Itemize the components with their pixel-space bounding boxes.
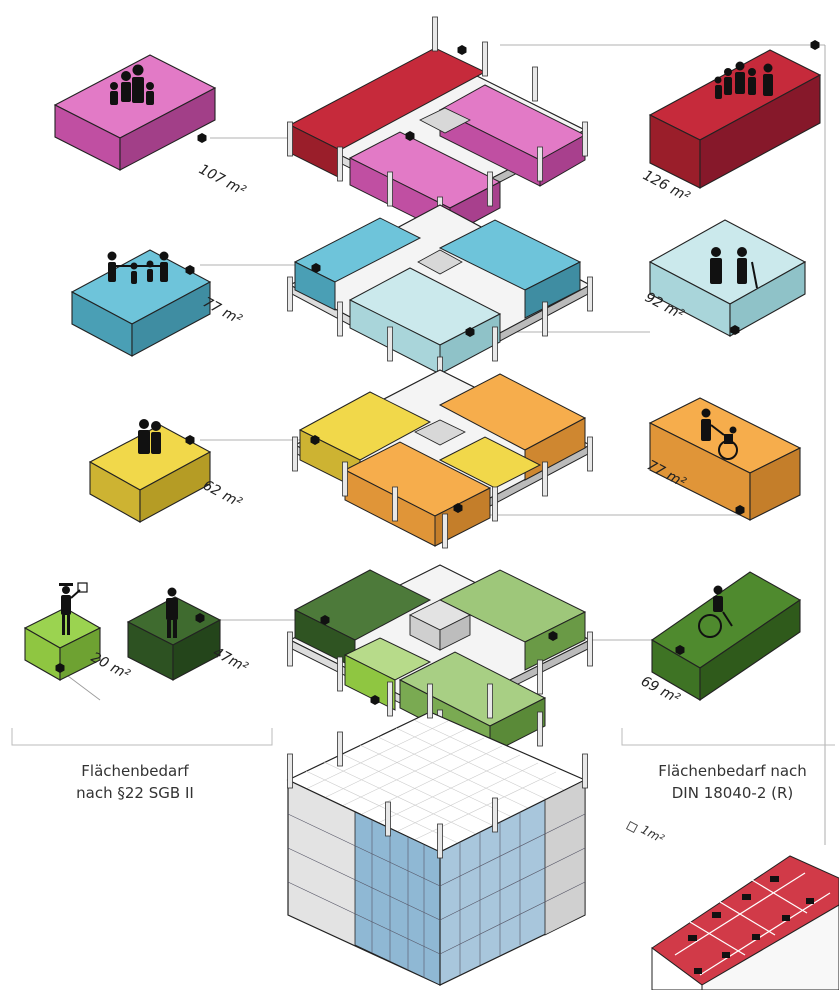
left-bracket — [11, 728, 273, 746]
unit-92: 92 m² — [642, 219, 807, 337]
large-family-icon — [714, 61, 773, 99]
unit-20: 20 m² — [23, 582, 133, 683]
floor-plan-model — [651, 855, 839, 990]
elderly-couple-icon — [138, 419, 161, 454]
caption-left-line1: Flächenbedarf — [81, 762, 189, 780]
single-person-icon — [166, 587, 178, 638]
unit-77: 77 m² — [70, 249, 245, 357]
unit-47: 47m² — [126, 587, 251, 681]
caption-left: Flächenbedarf nach §22 SGB II — [40, 760, 230, 804]
unit-square-label: 1m² — [639, 822, 667, 846]
caption-left-line2: nach §22 SGB II — [76, 784, 194, 802]
area-label-107: 107 m² — [196, 161, 248, 199]
area-label-77-left: 77 m² — [200, 294, 245, 328]
area-label-62: 62 m² — [200, 477, 245, 511]
floor-4 — [287, 16, 588, 236]
caption-right-line1: Flächenbedarf nach — [658, 762, 807, 780]
base-building — [286, 683, 588, 986]
elderly-walker-icon — [710, 247, 758, 289]
unit-69: 69 m² — [638, 571, 802, 707]
unit-107: 107 m² — [53, 54, 248, 199]
family-icon — [110, 64, 154, 105]
right-bracket — [621, 728, 835, 746]
floor-1 — [287, 564, 593, 755]
wheelchair-user-icon — [698, 585, 733, 638]
connector-lines — [59, 44, 826, 845]
parent-children-icon — [107, 251, 169, 284]
wheelchair-assist-icon — [701, 408, 738, 460]
caption-right: Flächenbedarf nach DIN 18040-2 (R) — [630, 760, 835, 804]
unit-square-legend: 1m² — [625, 820, 667, 846]
unit-77-right: 77 m² — [644, 397, 802, 521]
area-label-20: 20 m² — [88, 649, 133, 683]
area-label-47: 47m² — [210, 644, 251, 676]
unit-126: 126 m² — [640, 40, 822, 205]
floor-2 — [292, 369, 593, 549]
unit-62: 62 m² — [88, 419, 245, 523]
floor-3 — [287, 204, 593, 392]
graduate-student-icon — [59, 582, 88, 635]
caption-right-line2: DIN 18040-2 (R) — [671, 784, 794, 802]
